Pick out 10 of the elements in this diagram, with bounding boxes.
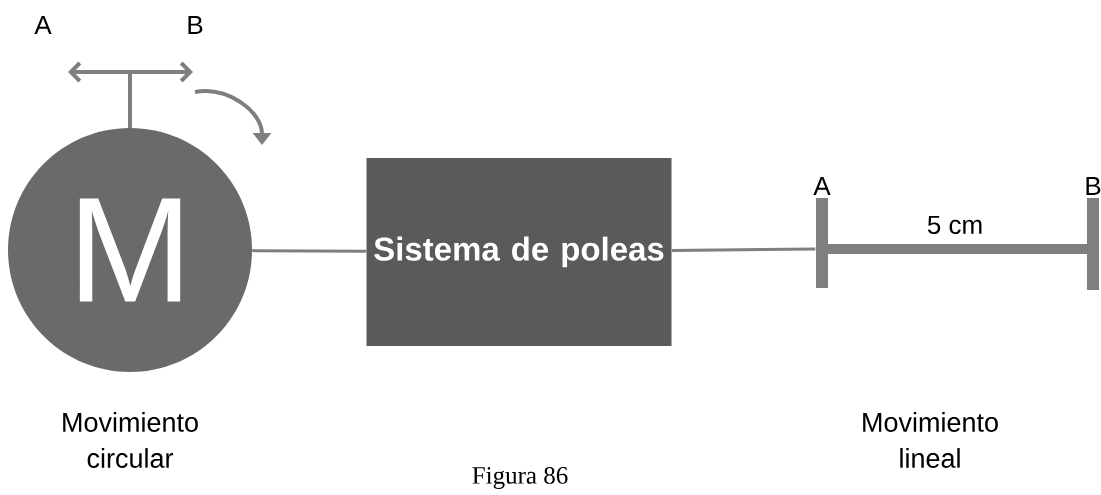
caption-text: Movimiento circular bbox=[63, 412, 198, 468]
process-box: Sistema de poleas bbox=[366, 158, 672, 346]
point-label: B bbox=[188, 16, 203, 34]
connector-line bbox=[671, 247, 816, 252]
point-label: A bbox=[34, 16, 52, 34]
dimension-label: 5 cm bbox=[927, 215, 982, 235]
figure-caption: Figura 86 bbox=[472, 467, 568, 489]
caption-text: Movimiento lineal bbox=[863, 412, 998, 468]
connector-line bbox=[252, 249, 367, 253]
slide-bar bbox=[816, 198, 1099, 290]
